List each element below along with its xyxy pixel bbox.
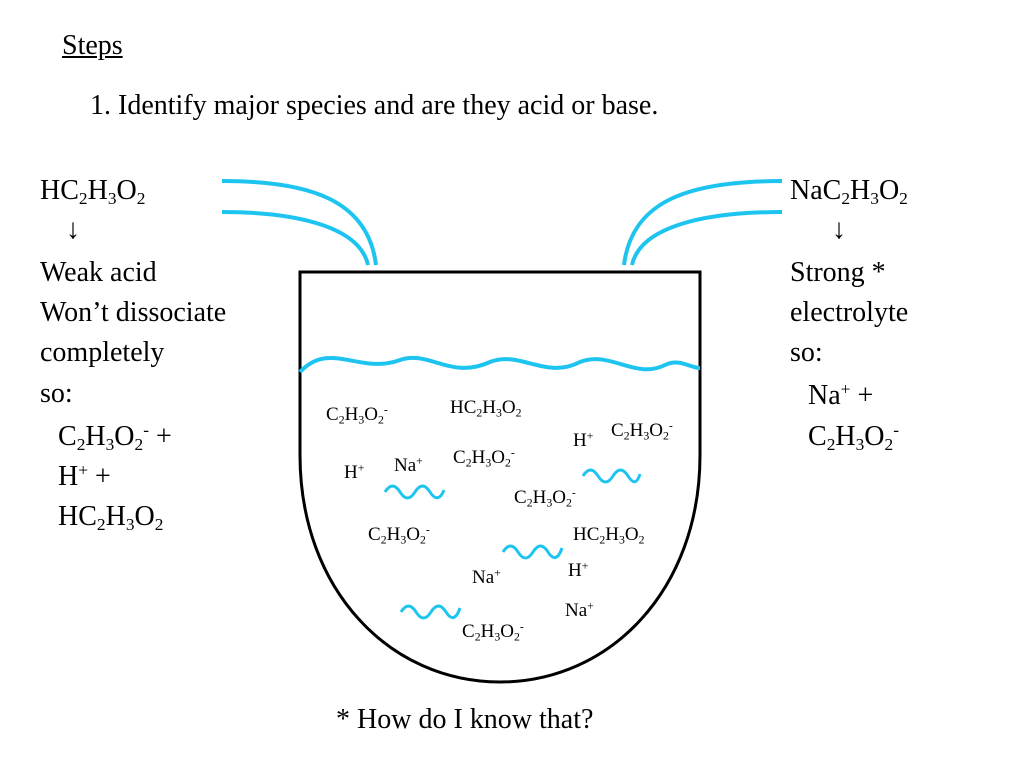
- species-acetate: C2H3O2-: [453, 446, 515, 470]
- squiggle: [581, 468, 642, 484]
- species-acetate: C2H3O2-: [611, 419, 673, 443]
- species-hydrogen-ion: H+: [573, 429, 594, 451]
- salt-product-acetate: C2H3O2-: [808, 420, 899, 454]
- right-description-line: Strong *: [790, 257, 886, 288]
- acid-product-hydrogen: H+ +: [58, 460, 111, 492]
- squiggle: [383, 484, 446, 500]
- species-sodium-ion: Na+: [565, 599, 594, 621]
- squiggle: [399, 604, 462, 620]
- right-description-line: electrolyte: [790, 297, 909, 328]
- species-sodium-ion: Na+: [472, 566, 501, 588]
- species-acetate: C2H3O2-: [514, 486, 576, 510]
- beaker-outline: [298, 270, 702, 684]
- acid-product-molecule: HC2H3O2: [58, 501, 164, 534]
- species-hydrogen-ion: H+: [344, 461, 365, 483]
- salt-formula: NaC2H3O2: [790, 175, 908, 208]
- section-heading: Steps: [62, 30, 123, 61]
- step-one-text: 1. Identify major species and are they a…: [90, 90, 659, 121]
- left-description-line: Won’t dissociate: [40, 297, 227, 328]
- squiggle: [501, 544, 564, 560]
- liquid-surface: [298, 355, 701, 374]
- right-description-line: so:: [790, 337, 823, 368]
- acid-formula: HC2H3O2: [40, 175, 146, 208]
- right-pour-stream: [630, 210, 783, 266]
- left-pour-stream: [221, 210, 370, 266]
- right-pour-stream: [622, 179, 783, 266]
- left-description-line: so:: [40, 378, 73, 409]
- left-description-line: Weak acid: [40, 257, 157, 288]
- species-sodium-ion: Na+: [394, 454, 423, 476]
- species-acetic-acid: HC2H3O2: [450, 397, 522, 420]
- left-pour-stream: [221, 179, 378, 266]
- footnote: * How do I know that?: [336, 704, 594, 735]
- down-arrow-icon: ↓: [66, 214, 80, 245]
- acid-product-acetate: C2H3O2- +: [58, 420, 172, 454]
- species-acetic-acid: HC2H3O2: [573, 524, 645, 547]
- species-acetate: C2H3O2-: [326, 403, 388, 427]
- species-hydrogen-ion: H+: [568, 559, 589, 581]
- down-arrow-icon: ↓: [832, 214, 846, 245]
- salt-product-sodium: Na+ +: [808, 379, 874, 411]
- species-acetate: C2H3O2-: [368, 523, 430, 547]
- species-acetate: C2H3O2-: [462, 620, 524, 644]
- left-description-line: completely: [40, 337, 165, 368]
